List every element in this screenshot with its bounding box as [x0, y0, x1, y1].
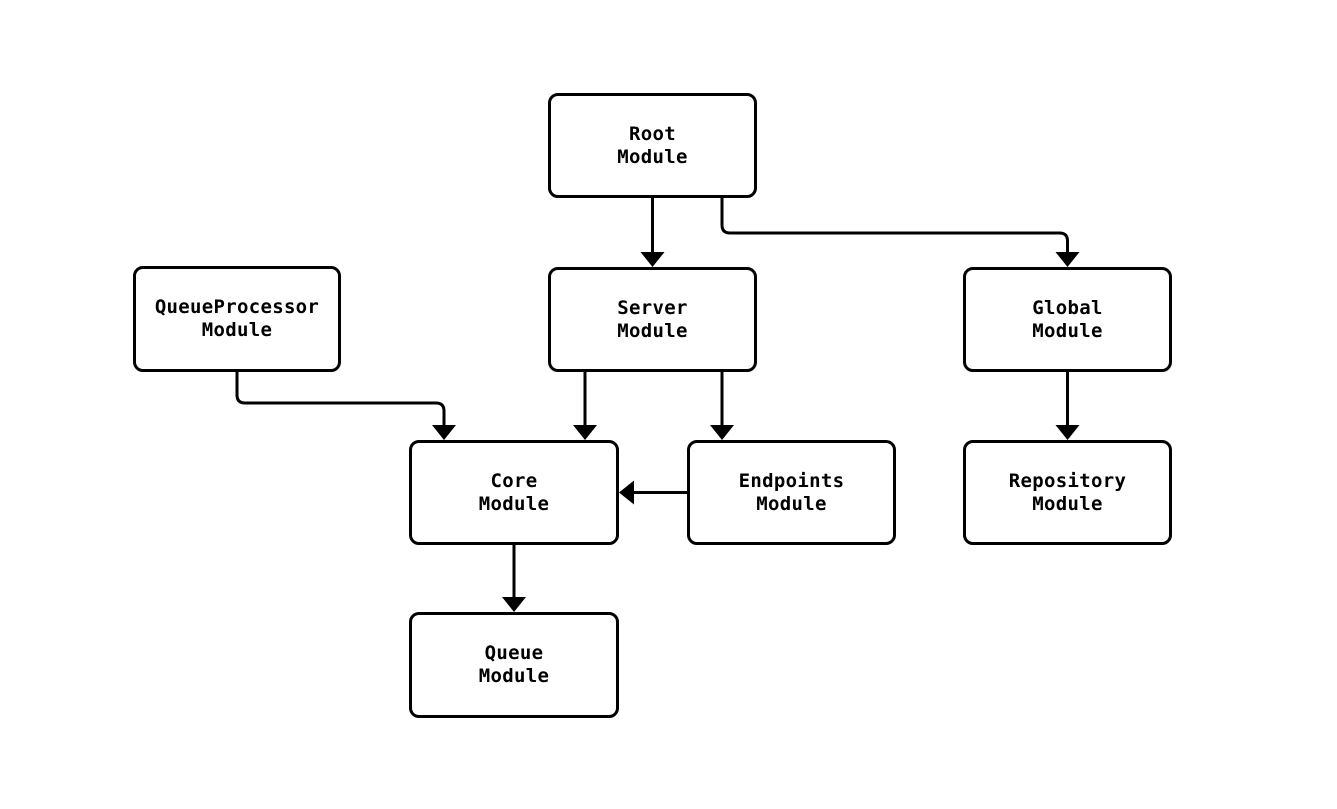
node-label-line: Module: [617, 145, 688, 168]
arrowhead-queueprocessor-module-to-core-module: [432, 425, 456, 440]
node-label-line: Module: [1032, 319, 1103, 342]
node-label-line: Module: [756, 492, 827, 515]
arrowhead-root-module-to-server-module: [640, 252, 665, 267]
edge-root-module-to-global-module: [720, 198, 1069, 254]
arrowhead-global-module-to-repository-module: [1055, 425, 1080, 440]
arrowhead-root-module-to-global-module: [1055, 252, 1080, 267]
node-label-line: Queue: [484, 642, 544, 664]
arrowhead-server-module-to-core-module: [573, 425, 597, 440]
node-label-line: Module: [478, 492, 550, 515]
arrowhead-endpoints-module-to-core-module: [619, 480, 634, 505]
node-label-line: Repository: [1008, 469, 1127, 492]
node-label-line: Module: [617, 319, 688, 342]
node-label-line: Module: [478, 665, 550, 687]
arrowhead-server-module-to-endpoints-module: [710, 425, 734, 440]
edge-queueprocessor-module-to-core-module: [235, 372, 446, 427]
node-label-line: QueueProcessor: [154, 296, 320, 318]
node-label-line: Endpoints: [738, 469, 845, 492]
node-label-line: Module: [201, 319, 273, 341]
node-label-line: Global: [1032, 296, 1103, 319]
node-label-line: Module: [1032, 492, 1103, 515]
arrowhead-core-module-to-queue-module: [502, 597, 526, 612]
node-label-line: Root: [629, 122, 676, 145]
node-label-line: Server: [617, 296, 688, 319]
node-label-line: Core: [490, 469, 538, 492]
